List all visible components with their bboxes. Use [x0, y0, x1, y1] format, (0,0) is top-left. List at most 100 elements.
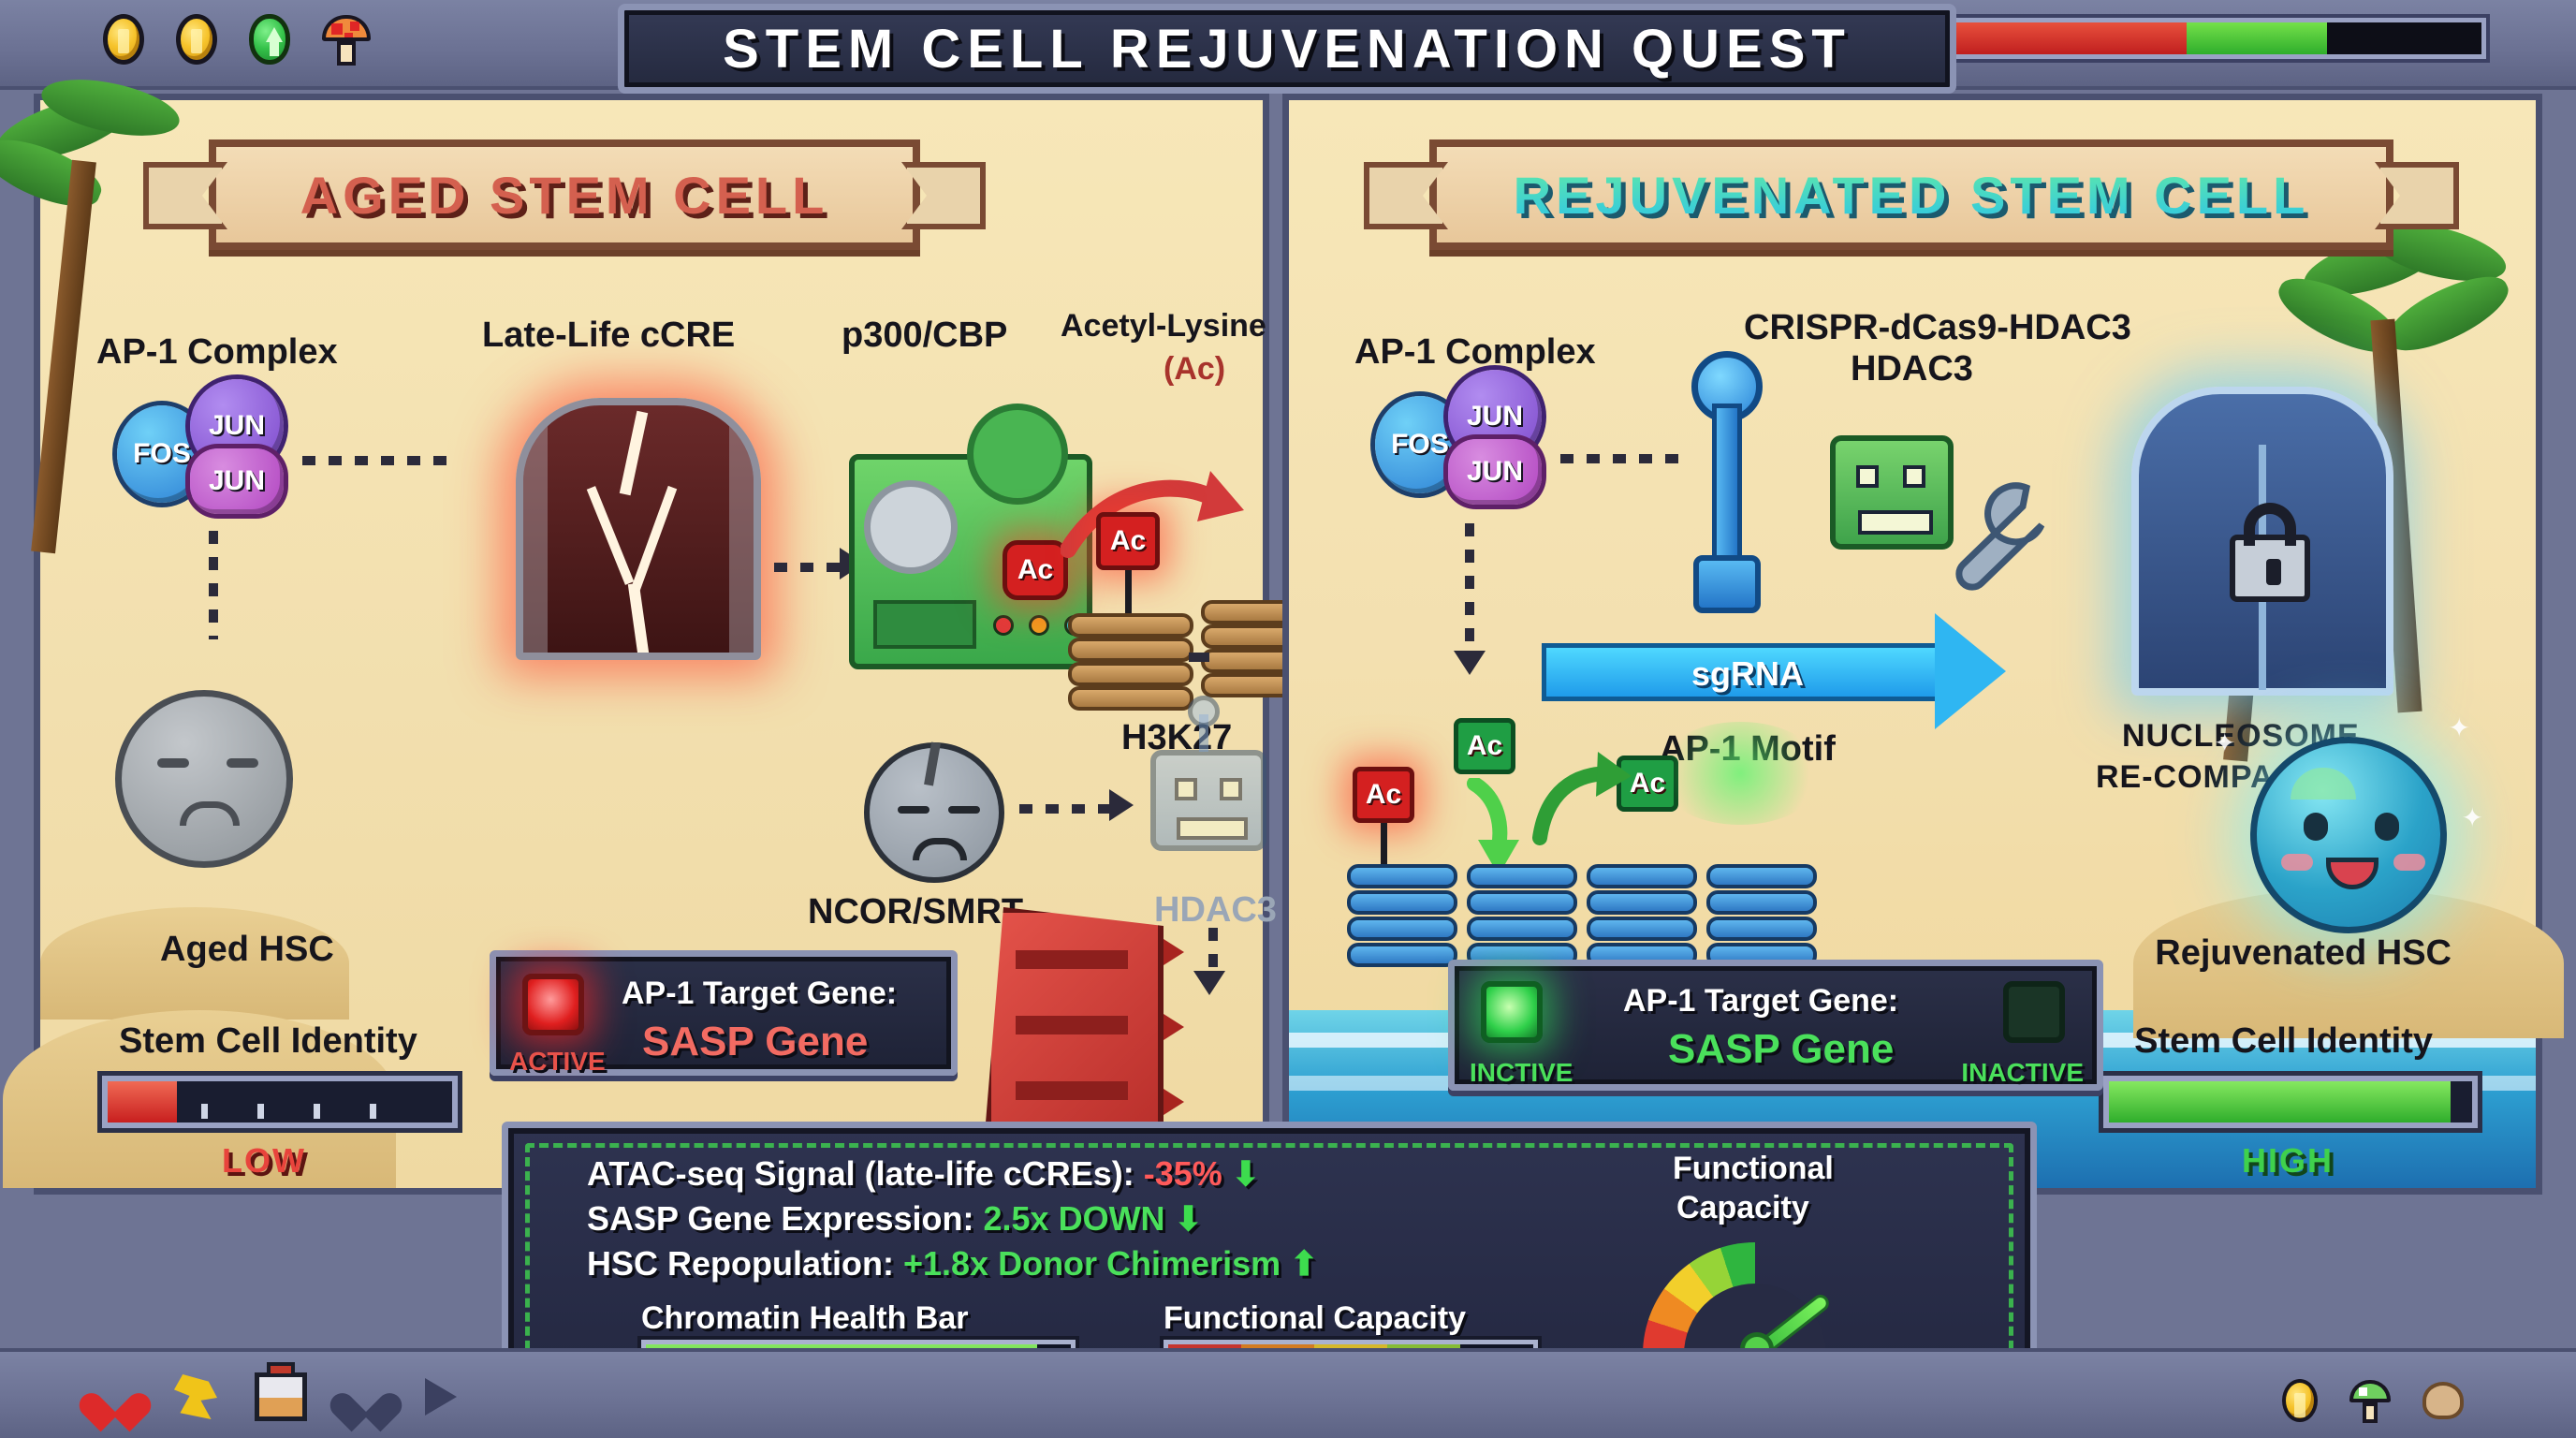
- mushroom-powerup-icon[interactable]: [2349, 1378, 2391, 1423]
- identity-state-left: LOW: [222, 1141, 306, 1180]
- fos-label: FOS: [1391, 429, 1449, 460]
- ac-out-arrow: [1532, 752, 1632, 845]
- jun-subunit-lower[interactable]: JUN: [190, 448, 284, 514]
- ncor-smrt-label: NCOR/SMRT: [808, 892, 1024, 932]
- panel-banner-label: REJUVENATED STEM CELL: [1513, 165, 2310, 225]
- hud-item-tray: [103, 13, 371, 66]
- sparkle-icon: ✦: [2461, 803, 2483, 832]
- ac-tag-stem: [1125, 570, 1132, 619]
- ap1-to-ccre-connector: [302, 456, 452, 465]
- stem-cell-identity-label-left: Stem Cell Identity: [119, 1021, 417, 1061]
- ncor-to-hdac3-arrow: [1109, 789, 1134, 821]
- sgrna-arrow: sgRNA: [1542, 613, 2047, 729]
- jun-lower-label: JUN: [208, 465, 265, 496]
- gene-state-left: ACTIVE: [509, 1047, 606, 1076]
- ap1-to-hsc-connector: [209, 531, 218, 639]
- wrench-icon: [1955, 482, 2045, 591]
- ac-tag-incoming: Ac: [1454, 718, 1515, 774]
- stat-row-2: HSC Repopulation: +1.8x Donor Chimerism …: [587, 1244, 1318, 1284]
- gene-status-led-on-right: [1481, 981, 1543, 1043]
- rejuvenated-hsc-sprite[interactable]: ✦ ✦ ✦: [2214, 713, 2483, 952]
- chromatin-out-arrow-2: [1164, 1014, 1184, 1040]
- identity-state-right: HIGH: [2242, 1141, 2334, 1180]
- chromatin-health-title: Chromatin Health Bar: [641, 1300, 969, 1336]
- hdac3-robot-active[interactable]: [1830, 435, 1954, 550]
- chromatin-out-arrow-1: [1164, 939, 1184, 965]
- green-arrow-gem-icon[interactable]: [249, 14, 290, 65]
- snail-icon[interactable]: [2422, 1382, 2464, 1419]
- stat-arrow-up-2: ⬆: [1290, 1244, 1319, 1283]
- toolbox-icon[interactable]: [255, 1362, 307, 1421]
- jun-upper-label: JUN: [208, 410, 265, 441]
- ac-tag-removed-label: Ac: [1365, 779, 1402, 810]
- ac-tag-machine: Ac: [1003, 540, 1068, 600]
- aged-hsc-label: Aged HSC: [160, 930, 334, 969]
- hdac3-label: HDAC3: [1851, 349, 1973, 389]
- stat-label-0: ATAC-seq Signal (late-life cCREs):: [587, 1154, 1144, 1193]
- dark-arrow-icon[interactable]: [425, 1378, 457, 1416]
- page-title: STEM CELL REJUVENATION QUEST: [723, 18, 1852, 80]
- ac-tag-stem: [1381, 823, 1387, 864]
- sgrna-label: sgRNA: [1691, 654, 1805, 693]
- gene-name-left: SASP Gene: [642, 1019, 869, 1064]
- ap1-complex-label: AP-1 Complex: [1354, 332, 1596, 372]
- gene-status-led-off-right: [2003, 981, 2065, 1043]
- gene-box-title-right: AP-1 Target Gene:: [1623, 983, 1899, 1019]
- coin-icon[interactable]: [176, 14, 217, 65]
- jun-lower-label: JUN: [1466, 456, 1523, 487]
- stat-arrow-down-1: ⬇: [1174, 1199, 1203, 1238]
- robot-antenna-bulb: [1188, 696, 1220, 727]
- ap1-target-gene-box-left[interactable]: ACTIVE AP-1 Target Gene: SASP Gene: [490, 950, 958, 1076]
- ap1-down-arrow: [1454, 651, 1486, 675]
- nucleosome-locked-gate[interactable]: [2131, 387, 2393, 696]
- gene-name-right: SASP Gene: [1668, 1026, 1895, 1072]
- panel-banner-label: AGED STEM CELL: [300, 165, 829, 225]
- functional-capacity-gauge: [1643, 1242, 1867, 1366]
- gauge-title-line2: Capacity: [1676, 1190, 1809, 1225]
- panel-banner: AGED STEM CELL: [209, 139, 920, 250]
- taskbar-right-icons: [2282, 1378, 2464, 1423]
- fos-label: FOS: [133, 438, 191, 469]
- panel-banner: REJUVENATED STEM CELL: [1429, 139, 2393, 250]
- sand-mound-decoration: [40, 907, 349, 1020]
- hdac3-down-connector: [1208, 928, 1218, 971]
- title-plaque: STEM CELL REJUVENATION QUEST: [618, 4, 1956, 94]
- identity-bar-fill-left: [108, 1081, 177, 1123]
- stat-label-1: SASP Gene Expression:: [587, 1199, 984, 1238]
- acetyl-lysine-tag: (Ac): [1164, 351, 1226, 387]
- crispr-dcas9-hdac3-label: CRISPR-dCas9-HDAC3: [1744, 308, 2131, 347]
- mushroom-powerup-icon[interactable]: [322, 13, 371, 66]
- ac-tag-machine-label: Ac: [1017, 554, 1054, 585]
- stat-value-2: +1.8x Donor Chimerism: [902, 1244, 1291, 1283]
- banner-ribbon-right: [2375, 162, 2459, 229]
- ap1-target-gene-box-right[interactable]: INCTIVE AP-1 Target Gene: SASP Gene INAC…: [1448, 960, 2103, 1091]
- jun-subunit-lower[interactable]: JUN: [1448, 439, 1542, 505]
- acetyl-lysine-label: Acetyl-Lysine: [1061, 308, 1266, 344]
- ncor-to-hdac3-connector: [1019, 804, 1109, 814]
- ncor-smrt-face[interactable]: [864, 741, 1004, 883]
- heart-icon[interactable]: [74, 1377, 156, 1432]
- taskbar-left-icons: [74, 1362, 457, 1432]
- stat-row-1: SASP Gene Expression: 2.5x DOWN ⬇: [587, 1199, 1203, 1239]
- stat-row-0: ATAC-seq Signal (late-life cCREs): -35% …: [587, 1154, 1260, 1194]
- hdac3-robot-inactive[interactable]: [1150, 750, 1266, 851]
- hdac3-label: HDAC3: [1154, 890, 1277, 930]
- p300-gear-icon: [967, 404, 1068, 505]
- open-chromatin-mesh: [986, 907, 1164, 1141]
- aged-hsc-sprite[interactable]: [87, 653, 321, 877]
- gene-state-left-right-box: INCTIVE: [1470, 1058, 1573, 1087]
- acetylation-arrow: [1061, 471, 1244, 558]
- coin-icon[interactable]: [103, 14, 144, 65]
- yellow-creature-icon[interactable]: [174, 1374, 217, 1419]
- ac-tag-removed: Ac: [1353, 767, 1414, 823]
- dark-heart-icon[interactable]: [325, 1377, 407, 1432]
- gene-state-right: INACTIVE: [1961, 1058, 2084, 1087]
- late-life-ccre-gate[interactable]: [516, 398, 761, 660]
- coin-icon[interactable]: [2282, 1379, 2318, 1422]
- gauge-title-line1: Functional: [1673, 1151, 1834, 1186]
- h3k27-nucleosome-1: [1068, 613, 1193, 712]
- h3k27-nucleosome-1: [1347, 864, 1457, 967]
- stat-value-1: 2.5x DOWN: [983, 1199, 1175, 1238]
- ccre-to-p300-connector: [774, 563, 840, 572]
- h3k27-nucleosome-3: [1587, 864, 1697, 967]
